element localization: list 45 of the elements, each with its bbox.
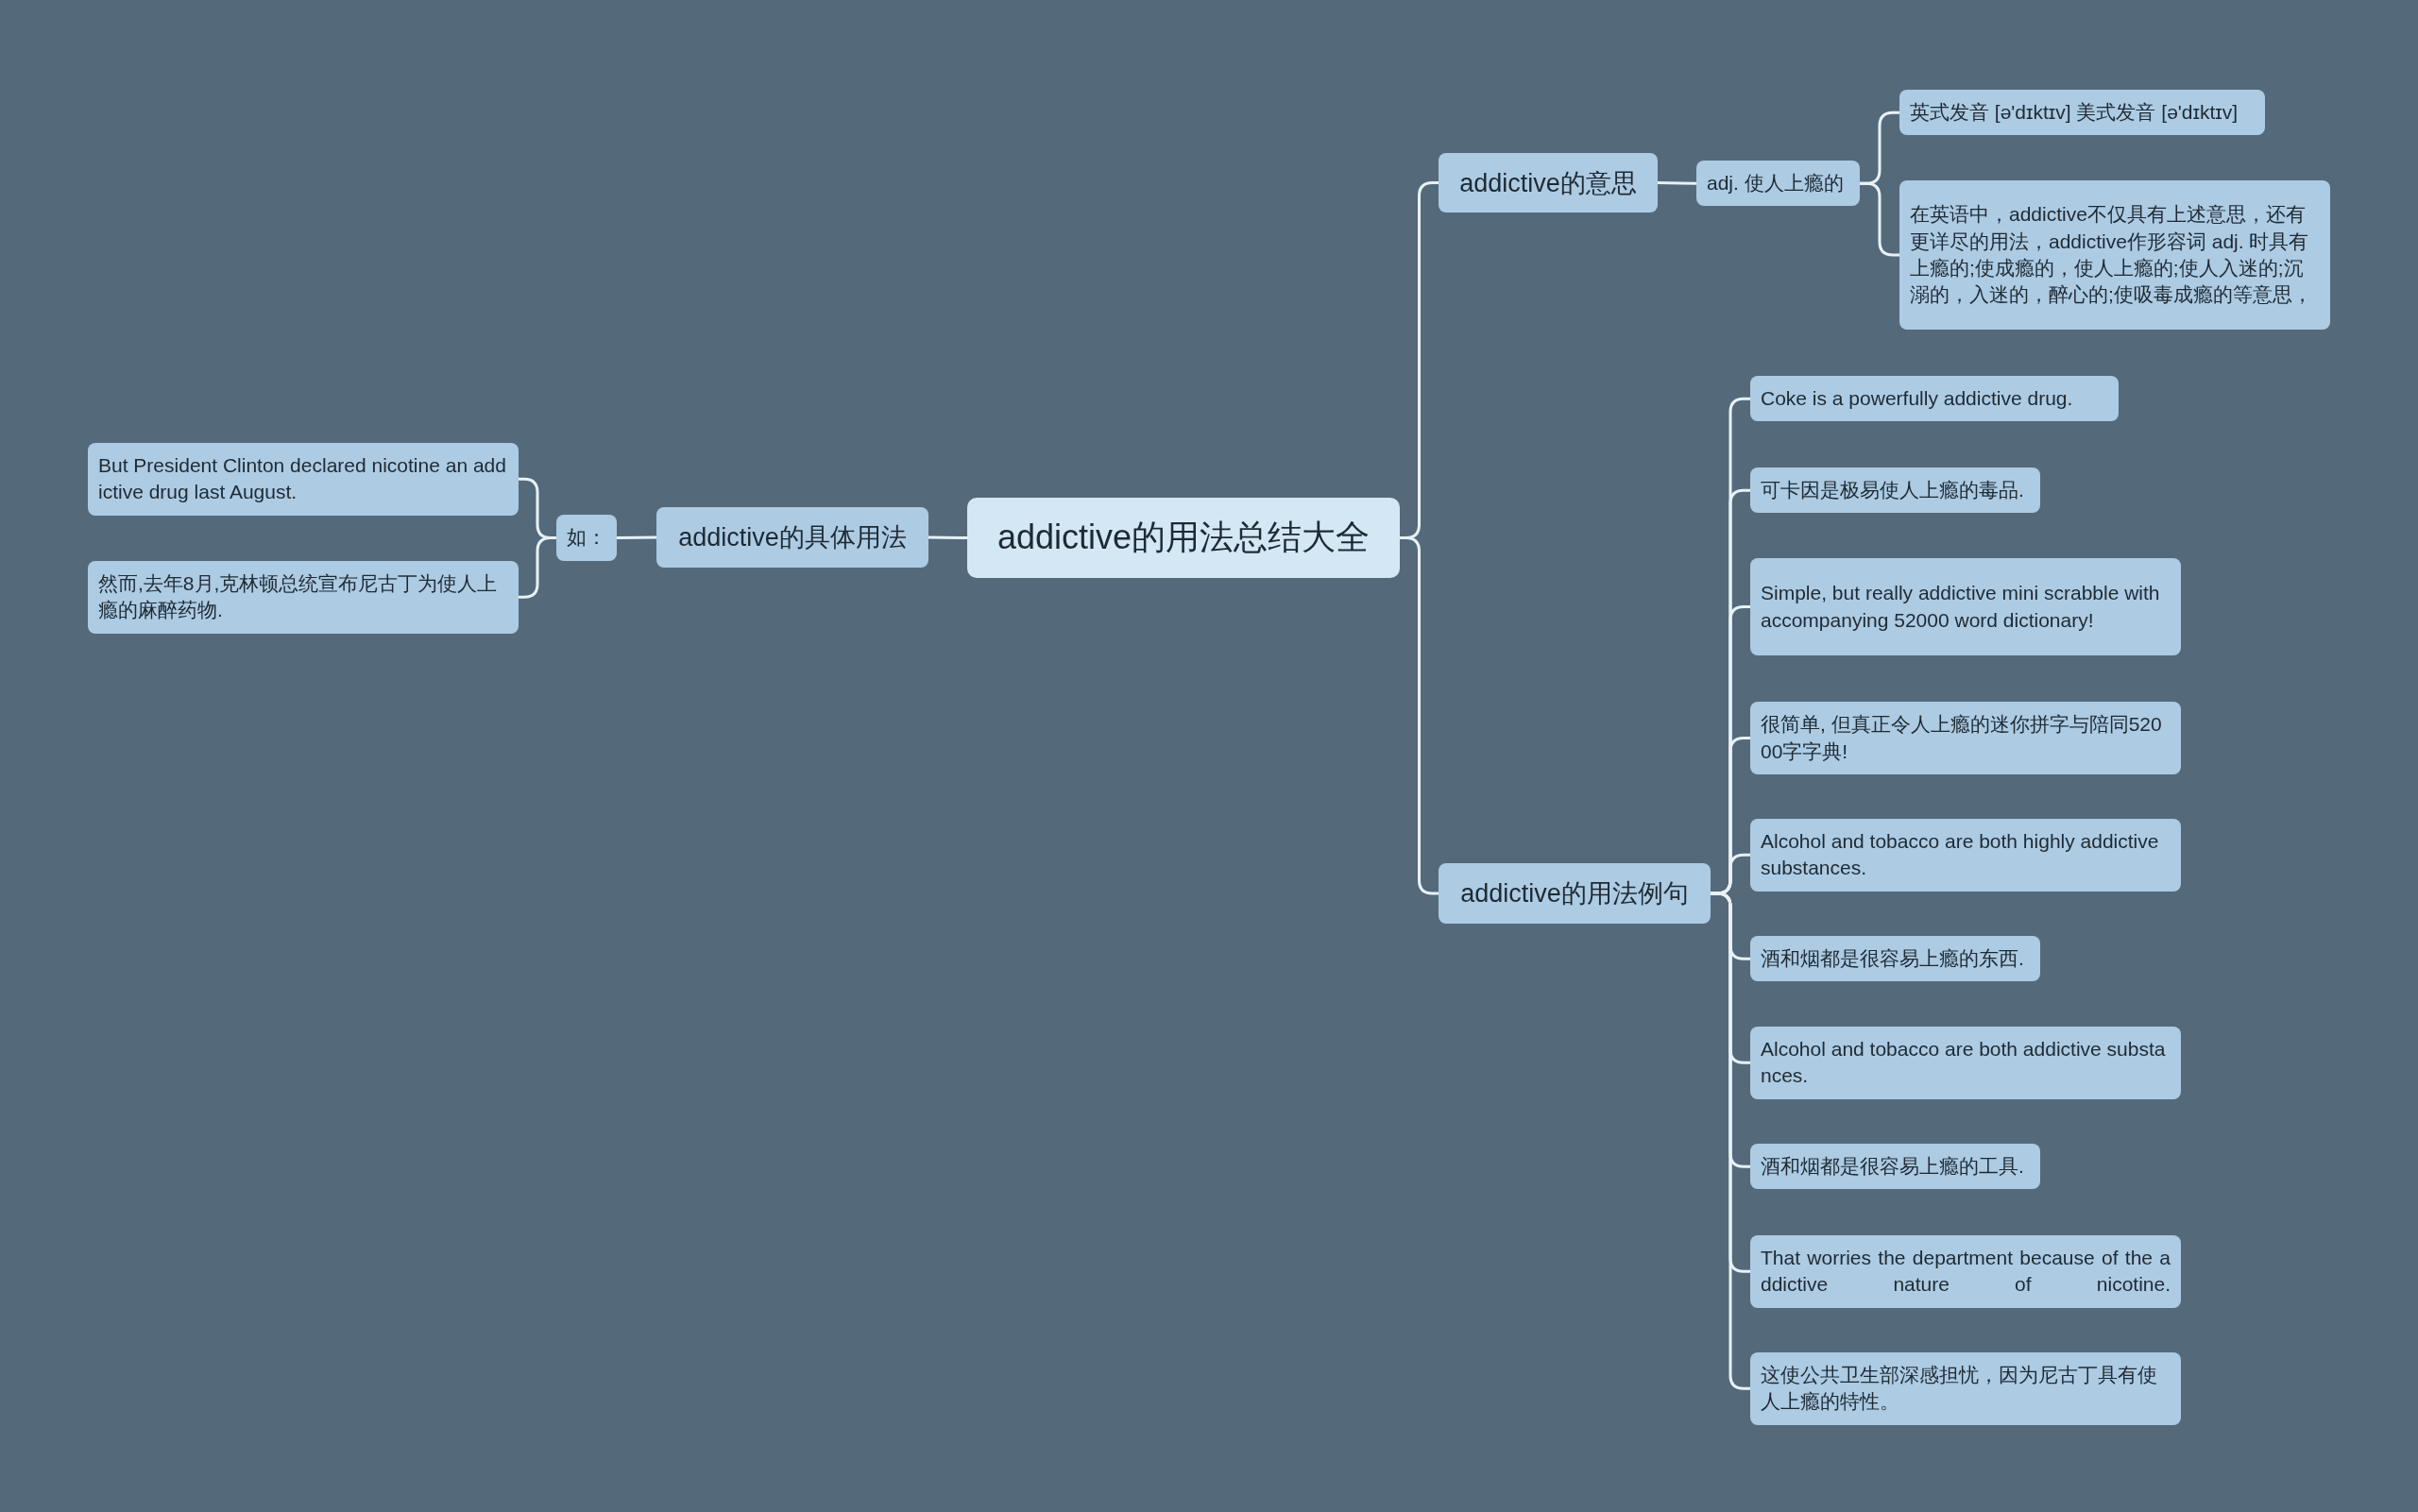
subtopic-box (1750, 1235, 2181, 1308)
node-text: 这使公共卫生部深感担忧，因为尼古丁具有使人上瘾的特性。 (1761, 1363, 2158, 1415)
subtopic-box (1750, 1352, 2181, 1425)
subtopic-box (1696, 161, 1860, 207)
node-text: Alcohol and tobacco are both highly addictive substances. (1761, 829, 2160, 881)
subtopic-box (88, 561, 519, 634)
node-text: addictive的用法例句 (1460, 878, 1689, 909)
node-text: Simple, but really addictive mini scrabble with accompanying 52000 word dictionary! (1761, 581, 2161, 633)
subtopic-box (1899, 180, 2330, 330)
subtopic-box (1750, 558, 2181, 655)
node-text: 酒和烟都是很容易上瘾的东西. (1761, 946, 2024, 971)
topic-box (1439, 863, 1711, 924)
subtopic-box (556, 515, 617, 561)
subtopic-box (1750, 1144, 2040, 1190)
connector-line (1400, 536, 1439, 895)
topic-box (656, 507, 928, 568)
connector-line (617, 535, 656, 539)
node-text: adj. 使人上瘾的 (1707, 171, 1844, 195)
subtopic-box (1750, 936, 2040, 982)
node-text: 在英语中，addictive不仅具有上述意思，还有更详尽的用法，addictive作形容词 adj. 时具有上瘾的;使成瘾的，使人上瘾的;使人入迷的;沉溺的，入迷的，醉心的;使吸毒成瘾的等意思， (1910, 202, 2313, 308)
connector-line (1657, 181, 1697, 185)
node-text: That worries the department because of the addictive nature of nicotine. (1761, 1246, 2171, 1298)
node-text: addictive的意思 (1459, 167, 1637, 199)
node-text: 可卡因是极易使人上瘾的毒品. (1761, 478, 2024, 502)
node-text: 然而,去年8月,克林顿总统宣布尼古丁为使人上瘾的麻醉药物. (98, 571, 499, 623)
node-text: 英式发音 [ə'dɪktɪv] 美式发音 [ə'dɪktɪv] (1910, 100, 2239, 125)
subtopic-box (88, 443, 519, 516)
connector-line (928, 535, 968, 539)
subtopic-box (1750, 467, 2040, 514)
topic-box (1439, 153, 1658, 212)
node-text: Coke is a powerfully addictive drug. (1761, 386, 2073, 411)
subtopic-box (1899, 90, 2265, 136)
central-topic-box (967, 498, 1400, 578)
node-text: 很简单, 但真正令人上瘾的迷你拼字与陪同52000字字典! (1761, 712, 2163, 764)
node-text: 酒和烟都是很容易上瘾的工具. (1761, 1154, 2024, 1179)
subtopic-box (1750, 819, 2181, 892)
node-text: 如： (567, 525, 606, 551)
subtopic-box (1750, 376, 2119, 422)
node-text: But President Clinton declared nicotine an addictive drug last August. (98, 453, 507, 505)
subtopic-box (1750, 702, 2181, 774)
subtopic-box (1750, 1027, 2181, 1099)
node-text: addictive的用法总结大全 (996, 517, 1371, 558)
connector-line (1860, 181, 1899, 257)
node-text: addictive的具体用法 (678, 522, 907, 553)
node-text: Alcohol and tobacco are both addictive substances. (1761, 1037, 2167, 1089)
